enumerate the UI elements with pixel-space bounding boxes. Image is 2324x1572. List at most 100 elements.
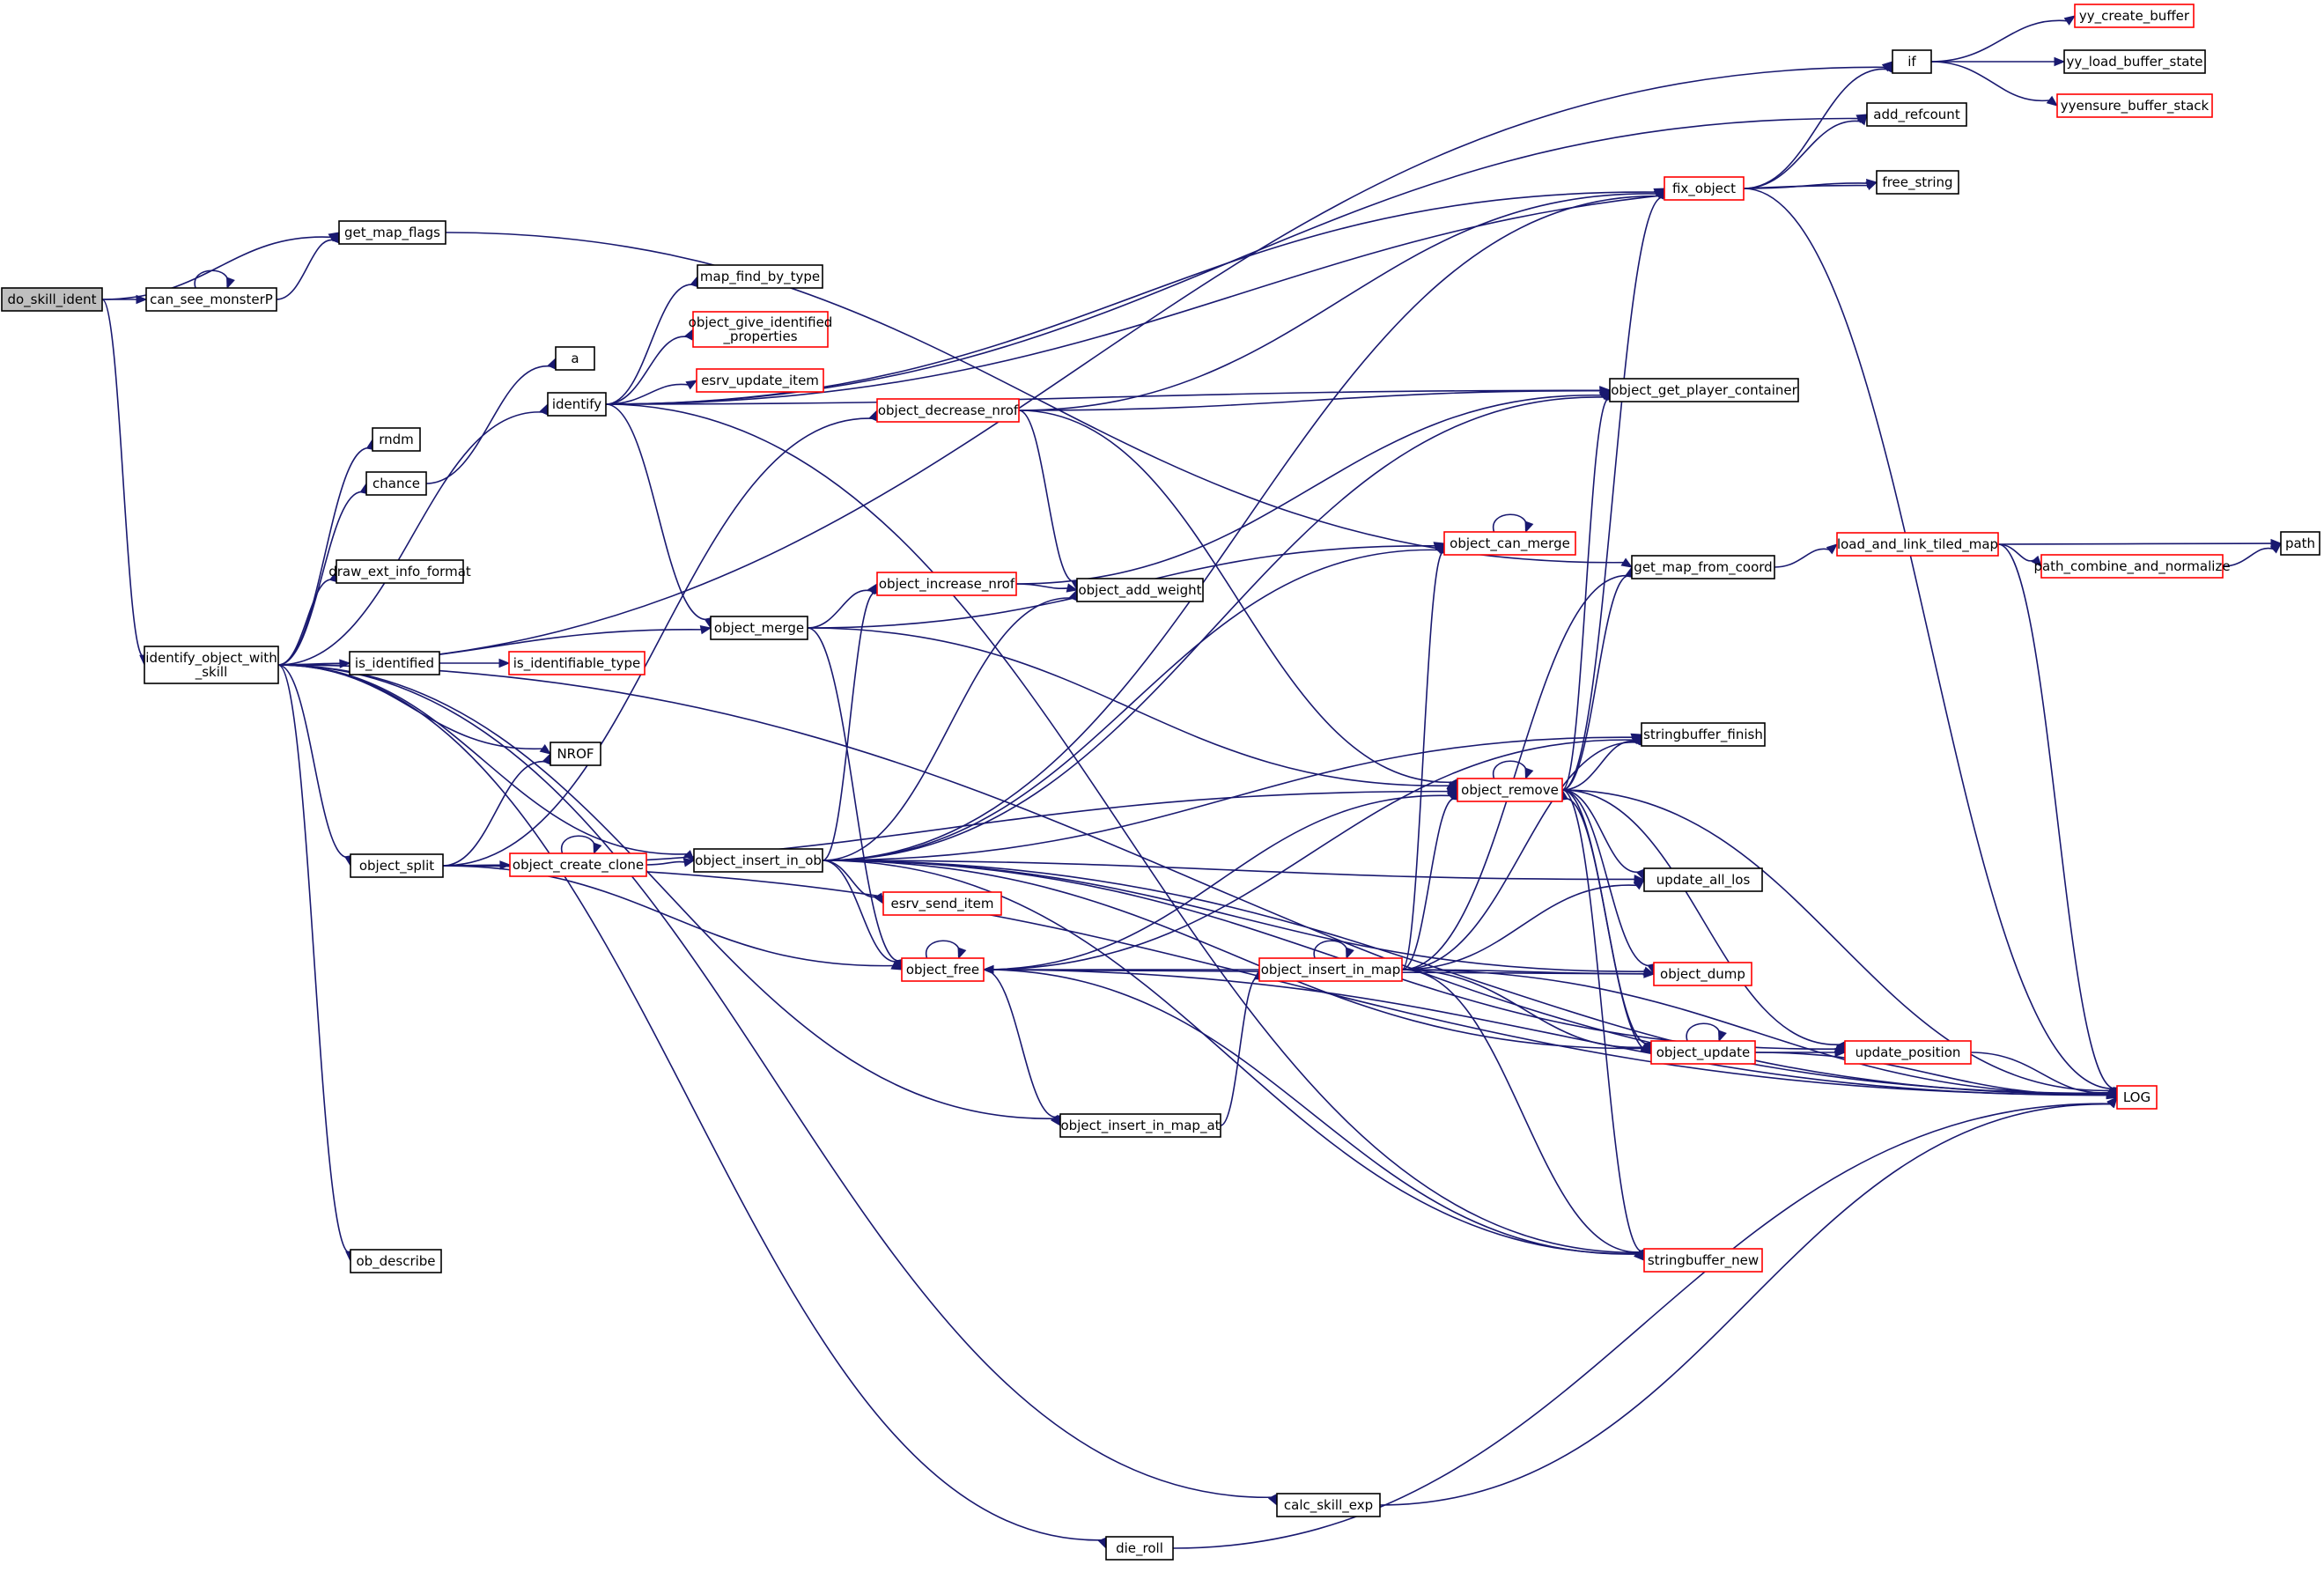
node-box <box>508 651 646 675</box>
node-fix_object[interactable]: fix_object <box>1664 176 1745 201</box>
node-identify[interactable]: identify <box>547 392 607 417</box>
node-is_identifiable_type[interactable]: is_identifiable_type <box>508 651 646 675</box>
node-draw_ext_info_format[interactable]: draw_ext_info_format <box>328 559 471 584</box>
edge-arrowhead <box>957 947 967 960</box>
node-label: stringbuffer_new <box>1648 1252 1759 1269</box>
node-a[interactable]: a <box>555 346 595 371</box>
node-object_give_identified_properties[interactable]: object_give_identified_properties <box>689 311 833 348</box>
node-get_map_flags[interactable]: get_map_flags <box>338 220 446 245</box>
node-box <box>693 848 823 873</box>
edge-identify-to-esrv_update_item <box>605 380 698 405</box>
node-label: stringbuffer_finish <box>1643 727 1763 743</box>
node-yy_load_buffer_state[interactable]: yy_load_buffer_state <box>2063 49 2206 74</box>
node-object_can_merge[interactable]: object_can_merge <box>1443 531 1576 556</box>
node-object_get_player_container[interactable]: object_get_player_container <box>1609 378 1799 402</box>
node-object_dump[interactable]: object_dump <box>1653 962 1752 986</box>
node-label: object_give_identified <box>689 314 833 331</box>
node-add_refcount[interactable]: add_refcount <box>1866 102 1967 127</box>
node-object_update[interactable]: object_update <box>1650 1040 1756 1065</box>
edge-get_map_flags-to-get_map_from_coord <box>445 232 1634 568</box>
node-free_string[interactable]: free_string <box>1876 170 1959 195</box>
edge-arrowhead <box>2054 56 2066 67</box>
node-object_add_weight[interactable]: object_add_weight <box>1076 578 1204 602</box>
edge-line <box>560 835 596 854</box>
node-label: object_insert_in_map_at <box>1060 1118 1220 1134</box>
node-path_combine_and_normalize[interactable]: path_combine_and_normalize <box>2033 554 2231 579</box>
node-esrv_update_item[interactable]: esrv_update_item <box>696 368 824 393</box>
edge-arrowhead <box>1097 1537 1107 1550</box>
node-object_free[interactable]: object_free <box>901 957 985 982</box>
node-die_roll[interactable]: die_roll <box>1105 1536 1174 1561</box>
node-object_increase_nrof[interactable]: object_increase_nrof <box>876 572 1017 596</box>
node-object_insert_in_map_at[interactable]: object_insert_in_map_at <box>1059 1113 1221 1138</box>
node-load_and_link_tiled_map[interactable]: load_and_link_tiled_map <box>1836 532 1999 557</box>
node-box <box>1258 957 1403 982</box>
node-stringbuffer_new[interactable]: stringbuffer_new <box>1643 1248 1763 1273</box>
node-if[interactable]: if <box>1892 49 1932 74</box>
node-object_insert_in_map[interactable]: object_insert_in_map <box>1258 957 1403 982</box>
node-box <box>2040 554 2224 579</box>
node-yy_create_buffer[interactable]: yy_create_buffer <box>2074 4 2195 28</box>
node-object_split[interactable]: object_split <box>350 853 444 878</box>
edge-path_combine_and_normalize-to-path <box>2222 542 2282 567</box>
edge-line <box>1743 68 1889 189</box>
edge-line <box>822 860 1837 1050</box>
node-LOG[interactable]: LOG <box>2116 1085 2158 1110</box>
node-rndm[interactable]: rndm <box>372 427 421 452</box>
edge-object_create_clone-to-object_insert_in_ob <box>646 858 696 867</box>
node-object_remove[interactable]: object_remove <box>1457 778 1563 802</box>
node-is_identified[interactable]: is_identified <box>349 651 440 675</box>
edge-line <box>277 664 1055 1119</box>
node-object_create_clone[interactable]: object_create_clone <box>509 852 647 877</box>
node-object_merge[interactable]: object_merge <box>710 616 808 640</box>
node-label: ob_describe <box>356 1253 435 1270</box>
node-object_insert_in_ob[interactable]: object_insert_in_ob <box>693 848 823 873</box>
edge-object_insert_in_ob-to-stringbuffer_new <box>822 860 1645 1261</box>
node-map_find_by_type[interactable]: map_find_by_type <box>697 264 823 289</box>
node-get_map_from_coord[interactable]: get_map_from_coord <box>1631 555 1775 579</box>
node-NROF[interactable]: NROF <box>550 742 601 766</box>
node-stringbuffer_finish[interactable]: stringbuffer_finish <box>1641 722 1766 747</box>
edge-arrowhead <box>1346 947 1354 960</box>
node-calc_skill_exp[interactable]: calc_skill_exp <box>1276 1493 1381 1517</box>
node-label: get_map_flags <box>344 225 440 241</box>
node-box <box>696 368 824 393</box>
edge-line <box>605 403 710 621</box>
node-do_skill_ident[interactable]: do_skill_ident <box>1 287 103 312</box>
edge-line <box>822 396 1605 861</box>
edge-line <box>1563 798 1652 1053</box>
node-box <box>350 1249 442 1273</box>
edge-object_can_merge-to-object_can_merge <box>1492 513 1534 534</box>
node-can_see_monsterP[interactable]: can_see_monsterP <box>145 287 277 312</box>
edge-identify_object_with_skill-to-rndm <box>277 438 376 666</box>
edge-line <box>605 336 690 405</box>
node-box <box>1866 102 1967 127</box>
edge-object_free-to-object_insert_in_map_at <box>983 969 1063 1127</box>
node-ob_describe[interactable]: ob_describe <box>350 1249 442 1273</box>
node-yyensure_buffer_stack[interactable]: yyensure_buffer_stack <box>2056 93 2213 118</box>
node-path[interactable]: path <box>2280 531 2320 556</box>
node-label: free_string <box>1882 174 1952 191</box>
node-update_position[interactable]: update_position <box>1844 1040 1972 1065</box>
node-label: add_refcount <box>1873 107 1960 123</box>
node-label: object_get_player_container <box>1611 382 1797 399</box>
node-box <box>1876 170 1959 195</box>
edge-arrowhead <box>498 658 511 668</box>
edge-line <box>276 239 336 300</box>
edge-line <box>1561 789 1841 1045</box>
node-esrv_send_item[interactable]: esrv_send_item <box>882 891 1002 916</box>
edge-object_split-to-object_free <box>442 865 904 971</box>
edge-line <box>807 627 901 962</box>
node-object_decrease_nrof[interactable]: object_decrease_nrof <box>876 398 1020 423</box>
edge-object_insert_in_map-to-get_map_from_coord <box>1401 565 1634 971</box>
edge-line <box>442 761 548 867</box>
node-chance[interactable]: chance <box>365 471 427 496</box>
node-update_all_los[interactable]: update_all_los <box>1643 867 1763 892</box>
node-identify_object_with_skill[interactable]: identify_object_with_skill <box>144 646 279 684</box>
edge-object_insert_in_ob-to-fix_object <box>822 187 1665 861</box>
node-label: update_all_los <box>1656 872 1751 889</box>
edge-object_update-to-object_update <box>1686 1022 1727 1043</box>
edge-arrowhead <box>136 294 148 305</box>
edge-arrowhead <box>1066 583 1079 593</box>
edge-line <box>807 589 873 629</box>
